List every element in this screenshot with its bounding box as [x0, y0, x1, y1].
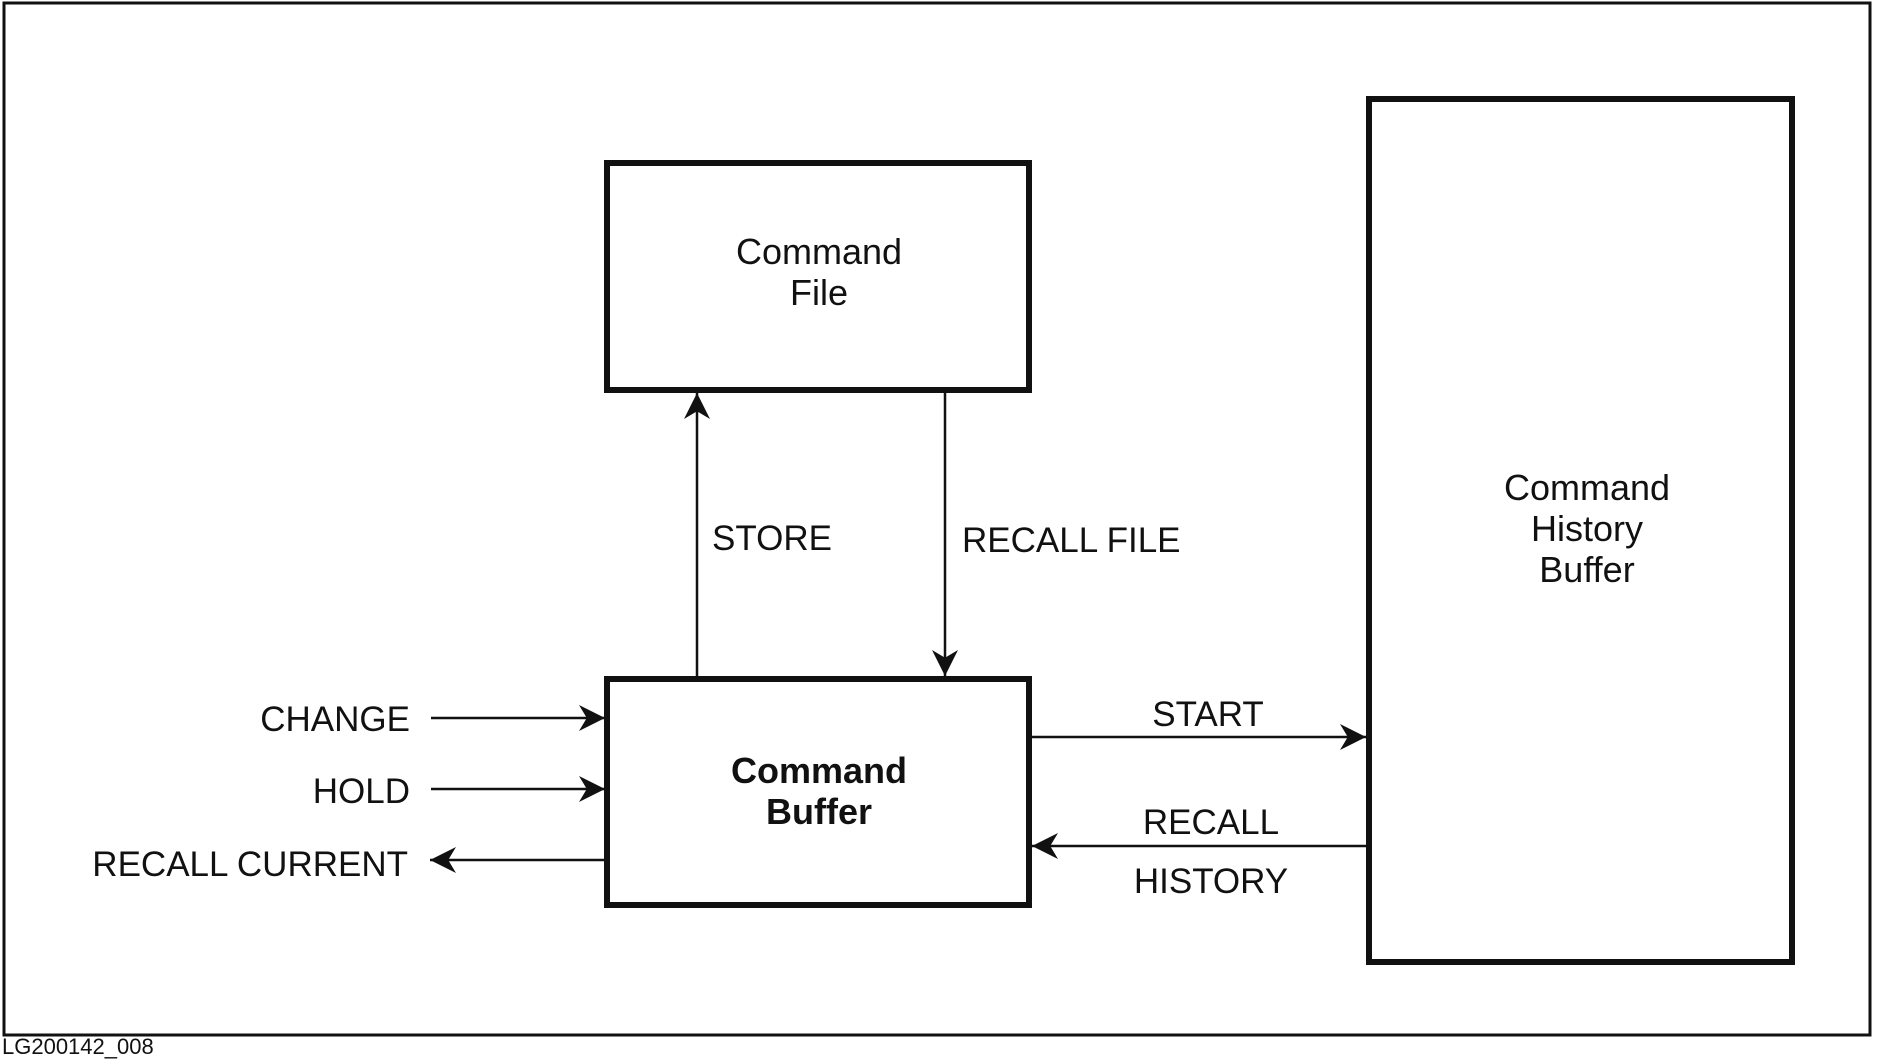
recall-history-label-line1: RECALL — [1143, 803, 1279, 842]
start-label: START — [1152, 695, 1264, 734]
history-buffer-rect — [1366, 96, 1795, 965]
command-file-box: Command File — [604, 160, 1032, 393]
recall-file-label: RECALL FILE — [962, 521, 1181, 560]
command-file-line2: File — [790, 272, 848, 313]
recall-history-label-line2: HISTORY — [1134, 862, 1288, 901]
history-buffer-box: Command History Buffer — [1366, 96, 1795, 965]
command-buffer-line1: Command — [731, 750, 907, 791]
command-buffer-line2: Buffer — [766, 791, 872, 832]
change-label: CHANGE — [260, 700, 410, 739]
recall-current-label: RECALL CURRENT — [92, 845, 408, 884]
command-buffer-box: Command Buffer — [604, 676, 1032, 908]
command-buffer-rect — [604, 676, 1032, 908]
store-label: STORE — [712, 519, 832, 558]
history-buffer-line3: Buffer — [1539, 549, 1634, 590]
command-file-line1: Command — [736, 231, 902, 272]
figure-id: LG200142_008 — [2, 1034, 154, 1059]
history-buffer-line1: Command — [1504, 467, 1670, 508]
command-file-rect — [604, 160, 1032, 393]
history-buffer-line2: History — [1531, 508, 1643, 549]
outer-frame — [2, 1, 1872, 1037]
hold-label: HOLD — [313, 772, 410, 811]
